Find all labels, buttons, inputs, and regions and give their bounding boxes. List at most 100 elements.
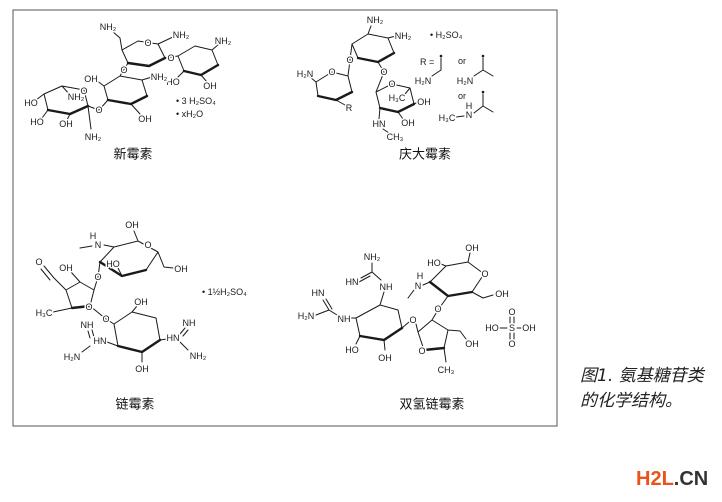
atom-label: OH [138, 114, 152, 124]
streptomycin-structure: OH O H N HO OH O O OH O H₃C OH O HN NH H… [34, 219, 247, 413]
atom-label: O [35, 257, 42, 267]
atom-label: O [409, 315, 416, 325]
site-watermark[interactable]: H2L.CN [636, 468, 708, 491]
atom-label: O [167, 53, 174, 63]
atom-label: O [418, 346, 425, 356]
atom-label: HO [106, 259, 120, 269]
atom-label: O [144, 240, 151, 250]
atom-label: NH₂ [395, 31, 412, 41]
neomycin-salt: • 3 H₂SO₄ [176, 96, 216, 106]
atom-label: NH₂ [85, 132, 102, 142]
gentamicin-structure: NH₂ NH₂ O O H₂N R O O H₃C OH OH HN CH₃ •… [295, 14, 494, 163]
sulfuric-acid-label: O [508, 307, 515, 317]
r-group-label: or [458, 91, 466, 101]
attachment-point-marker [481, 90, 485, 94]
atom-label: H₂N [297, 69, 314, 79]
sulfuric-acid-label: S [509, 323, 515, 333]
atom-label: NH₂ [100, 22, 117, 32]
neomycin-structure: NH₂ O NH₂ O NH₂ HO OH O NH₂ OH OH O O NH… [23, 21, 233, 163]
atom-label: OH [59, 263, 73, 273]
atom-label: NH₂ [367, 15, 384, 25]
figure-caption-line-2: 的化学结构。 [580, 391, 682, 411]
atom-label: NH₂ [151, 72, 168, 82]
atom-label: OH [417, 97, 431, 107]
atom-label: H [417, 271, 424, 281]
r-group-label: H₃C [439, 113, 456, 123]
r-group-label: H₂N [415, 76, 432, 86]
atom-label: O [328, 67, 335, 77]
atom-label: O [380, 67, 387, 77]
atom-label: CH₃ [438, 365, 455, 375]
sulfuric-acid-label: O [508, 339, 515, 349]
r-group-label: H [466, 101, 473, 111]
watermark-brand: H2L [636, 468, 674, 490]
atom-label: NH₂ [215, 36, 232, 46]
atom-label: HO [30, 117, 44, 127]
attachment-point-marker [481, 54, 485, 58]
atom-label: H₂N [298, 311, 315, 321]
atom-label: NH₂ [364, 252, 381, 262]
atom-label: R [346, 103, 353, 113]
atom-label: N [95, 240, 102, 250]
atom-label: O [85, 302, 92, 312]
atom-label: HO [166, 77, 180, 87]
dihydrostreptomycin-wedge-bonds [358, 280, 474, 352]
atom-label: H₃C [389, 93, 406, 103]
atom-label: OH [401, 118, 415, 128]
atom-label: NH₂ [173, 30, 190, 40]
atom-label: HO [345, 345, 359, 355]
r-group-label: H₂N [457, 76, 474, 86]
atom-label: O [144, 38, 151, 48]
r-group-label: R = [420, 57, 434, 67]
gentamicin-wedge-bonds [316, 51, 416, 114]
dihydrostreptomycin-structure: NH₂ HN NH NH HN H₂N HO OH O O OH CH₃ O O… [296, 242, 537, 413]
atom-label: O [120, 65, 127, 75]
neomycin-wedge-bonds [46, 56, 220, 116]
figure-frame [12, 9, 558, 427]
atom-label: HN [312, 288, 325, 298]
streptomycin-caption: 链霉素 [115, 398, 154, 413]
neomycin-caption: 新霉素 [113, 147, 152, 163]
attachment-point-marker [439, 54, 443, 58]
atom-label: OH [135, 364, 149, 374]
atom-label: OH [465, 339, 479, 349]
sulfuric-acid-label: OH [522, 323, 536, 333]
atom-label: OH [134, 297, 148, 307]
dihydrostreptomycin-bonds [315, 252, 523, 363]
sulfuric-acid-label: HO [485, 323, 499, 333]
atom-label: H₃C [36, 308, 53, 318]
neomycin-hydrate: • xH₂O [176, 109, 203, 119]
atom-label: O [346, 55, 353, 65]
atom-label: NH₂ [190, 351, 207, 361]
watermark-domain: .CN [673, 468, 709, 490]
atom-label: HN [167, 333, 180, 343]
atom-label: O [102, 314, 109, 324]
atom-label: OH [465, 243, 479, 253]
atom-label: O [80, 86, 87, 96]
r-group-label: or [458, 56, 466, 66]
gentamicin-caption: 庆大霉素 [399, 148, 451, 163]
atom-label: O [434, 304, 441, 314]
atom-label: OH [59, 119, 73, 129]
atom-label: H₂N [64, 352, 81, 362]
streptomycin-salt: • 1½H₂SO₄ [202, 287, 247, 297]
atom-label: OH [495, 289, 509, 299]
atom-label: OH [174, 264, 188, 274]
atom-label: NH [380, 282, 393, 292]
atom-label: O [388, 79, 395, 89]
atom-label: HN [346, 277, 359, 287]
dihydrostreptomycin-caption: 双氢链霉素 [399, 398, 464, 413]
atom-label: O [94, 272, 101, 282]
atom-label: CH₃ [387, 132, 404, 142]
atom-label: NH₂ [68, 92, 85, 102]
atom-label: OH [203, 81, 217, 91]
atom-label: NH [338, 314, 351, 324]
atom-label: OH [84, 74, 98, 84]
atom-label: HO [24, 98, 38, 108]
atom-label: O [481, 269, 488, 279]
atom-label: HN [94, 336, 107, 346]
atom-label: H [90, 231, 97, 241]
atom-label: OH [125, 220, 139, 230]
atom-label: O [95, 105, 102, 115]
